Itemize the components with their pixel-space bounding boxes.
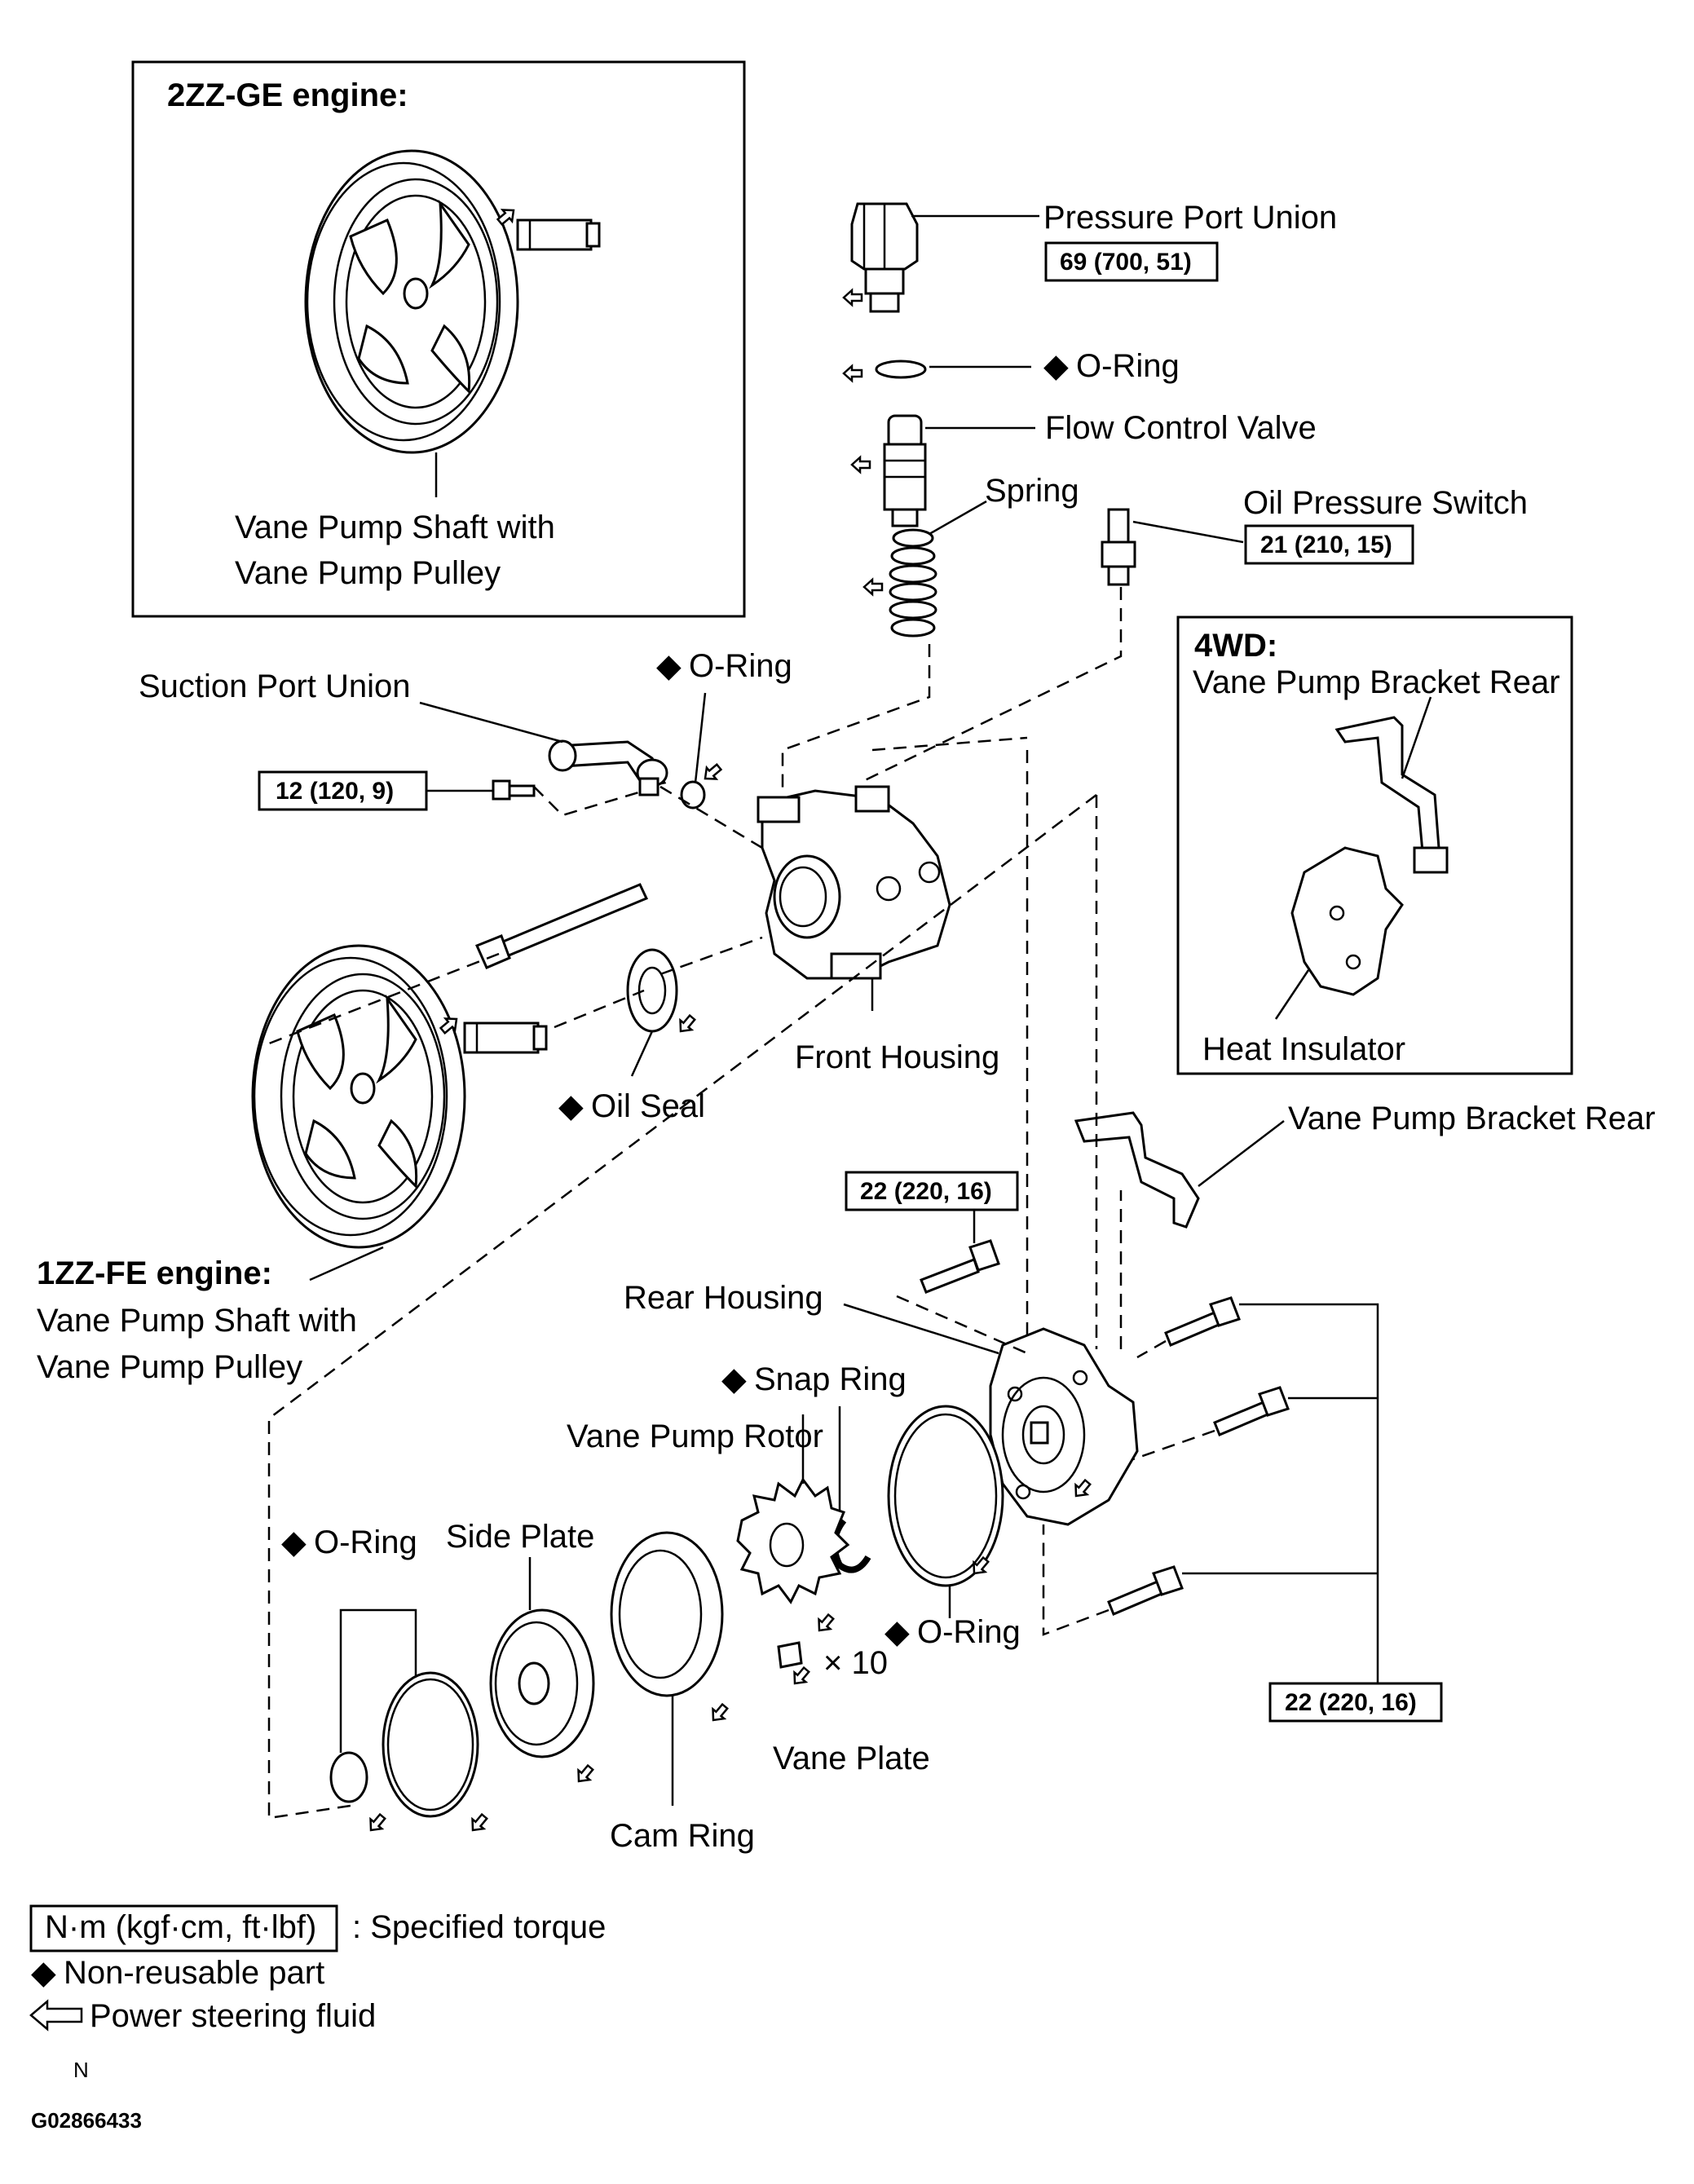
inset-4wd-bracket-label: Vane Pump Bracket Rear: [1193, 664, 1560, 700]
flow-control-valve-label: Flow Control Valve: [1045, 410, 1317, 446]
inset-2zz-ge: 2ZZ-GE engine: Vane Pump Shaft with Vane…: [131, 60, 746, 618]
o-rings-side: [329, 1608, 479, 1818]
legend-non-reusable: Non-reusable part: [64, 1955, 324, 1991]
heat-insulator-drawing: [1290, 846, 1404, 996]
snap-ring-label: Snap Ring: [754, 1361, 907, 1397]
snap-ring-diamond: ◆: [721, 1361, 747, 1397]
torque-pressure-port: 69 (700, 51): [1060, 249, 1192, 276]
inset-4wd: 4WD: Vane Pump Bracket Rear Heat Insulat…: [1176, 615, 1573, 1075]
fluid-arrow-icon: [862, 578, 884, 596]
fluid-arrow-icon: [787, 1664, 814, 1690]
torque-oil-pressure-switch: 21 (210, 15): [1260, 532, 1392, 558]
diagram-id: G02866433: [31, 2108, 142, 2133]
torque-box-suction-bolt: [258, 770, 428, 811]
oil-pressure-switch-label: Oil Pressure Switch: [1243, 485, 1528, 521]
side-plate: [489, 1557, 595, 1758]
suction-bolt: [492, 779, 536, 801]
pulley-1zz-fe-label-1: Vane Pump Shaft with: [37, 1303, 357, 1339]
cam-ring: [610, 1531, 724, 1806]
outline-arrow-icon: [29, 1999, 83, 2032]
fluid-arrow-icon: [812, 1611, 838, 1637]
suction-port-union: [419, 701, 668, 796]
vane-plate-qty: × 10: [823, 1645, 888, 1681]
o-ring-top: [842, 360, 1031, 382]
o-ring-suction-diamond: ◆: [656, 648, 682, 684]
diamond-icon: ◆: [31, 1955, 56, 1991]
o-ring-suction: [680, 692, 725, 810]
torque-box-oil-pressure-switch: [1244, 524, 1414, 565]
flow-control-valve: [850, 414, 1035, 527]
o-ring-top-label: O-Ring: [1076, 348, 1180, 384]
spring-label: Spring: [985, 473, 1079, 509]
fluid-arrow-icon: [673, 1012, 699, 1038]
side-plate-label: Side Plate: [446, 1519, 594, 1555]
oil-pressure-switch: [1101, 508, 1244, 586]
front-housing: [757, 785, 951, 1011]
rear-housing-bolts: [1107, 1296, 1379, 1683]
pulley-1zz-fe-drawing: [251, 944, 548, 1282]
fluid-arrow-icon: [364, 1811, 390, 1837]
fluid-arrow-icon: [465, 1811, 492, 1837]
rear-housing-label: Rear Housing: [624, 1280, 823, 1316]
torque-bracket-bolt: 22 (220, 16): [860, 1178, 992, 1205]
pulley-2zz-ge-label-2: Vane Pump Pulley: [235, 555, 501, 591]
bracket-rear-main-label: Vane Pump Bracket Rear: [1288, 1101, 1656, 1136]
assembly-dashed-lines: [267, 587, 1215, 1820]
vane-plate: [777, 1641, 803, 1669]
legend-torque-unit: N·m (kgf·cm, ft·lbf): [45, 1909, 316, 1945]
fluid-arrow-icon: [850, 456, 871, 474]
inset-2zz-ge-title: 2ZZ-GE engine:: [167, 77, 408, 113]
fluid-arrow-icon: [571, 1762, 598, 1788]
o-ring-rear-diamond: ◆: [884, 1614, 910, 1650]
vane-plate-label: Vane Plate: [773, 1741, 930, 1776]
legend: N·m (kgf·cm, ft·lbf) : Specified torque …: [29, 1904, 606, 2034]
torque-rear-housing-bolts: 22 (220, 16): [1285, 1689, 1417, 1716]
pressure-port-union-label: Pressure Port Union: [1043, 200, 1337, 236]
torque-box-rear-housing-bolts: [1268, 1682, 1443, 1723]
torque-suction-bolt: 12 (120, 9): [276, 778, 394, 805]
o-ring-side-diamond: ◆: [281, 1524, 307, 1560]
o-ring-rear: [887, 1405, 1004, 1618]
pulley-2zz-ge-label-1: Vane Pump Shaft with: [235, 510, 555, 545]
rear-housing: [843, 1303, 1139, 1526]
o-ring-top-diamond: ◆: [1043, 348, 1069, 384]
spring: [862, 500, 987, 638]
long-bolt: [474, 883, 649, 969]
vane-pump-rotor-label: Vane Pump Rotor: [567, 1418, 823, 1454]
cam-ring-label: Cam Ring: [610, 1818, 755, 1854]
pressure-port-union: [842, 202, 1039, 313]
oil-seal-diamond: ◆: [558, 1088, 584, 1124]
pulley-1zz-fe-title: 1ZZ-FE engine:: [37, 1255, 272, 1291]
o-ring-rear-label: O-Ring: [917, 1614, 1021, 1650]
o-ring-side-label: O-Ring: [314, 1524, 417, 1560]
front-housing-label: Front Housing: [795, 1039, 999, 1075]
vane-pump-rotor: [736, 1414, 850, 1604]
torque-box-bracket-bolt: [845, 1171, 1019, 1211]
oil-seal-label: Oil Seal: [591, 1088, 705, 1124]
inset-4wd-title: 4WD:: [1194, 628, 1277, 664]
fluid-arrow-icon: [842, 364, 863, 382]
page-letter: N: [73, 2058, 89, 2082]
legend-fluid: Power steering fluid: [90, 1998, 376, 2034]
bracket-rear-main: [1074, 1111, 1285, 1229]
pulley-2zz-ge-drawing: [304, 149, 601, 497]
fluid-arrow-icon: [706, 1701, 732, 1727]
pulley-1zz-fe-label-2: Vane Pump Pulley: [37, 1349, 302, 1385]
suction-port-union-label: Suction Port Union: [139, 668, 411, 704]
oil-seal: [626, 948, 699, 1077]
fluid-arrow-icon: [699, 760, 725, 786]
o-ring-suction-label: O-Ring: [689, 648, 792, 684]
heat-insulator-label: Heat Insulator: [1202, 1031, 1405, 1067]
fluid-arrow-icon: [842, 289, 863, 307]
bracket-bolt: [920, 1239, 1000, 1294]
legend-torque-desc: : Specified torque: [352, 1909, 606, 1945]
torque-box-pressure-port: [1044, 241, 1219, 282]
legend-torque-box: [29, 1904, 338, 1952]
inset-4wd-frame: [1176, 615, 1573, 1075]
